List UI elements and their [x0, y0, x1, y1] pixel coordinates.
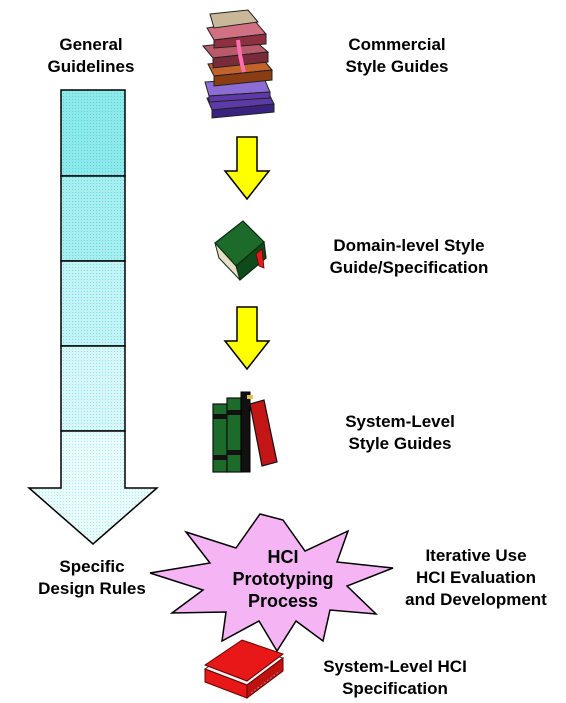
specific-design-rules-label: Specific Design Rules	[38, 557, 146, 598]
arrow-segment-2	[60, 175, 126, 262]
commercial-style-guides-label: Commercial Style Guides	[345, 35, 449, 76]
arrow-head	[27, 430, 159, 545]
system-level-hci-spec-label: System-Level HCI Specification	[323, 657, 467, 698]
red-book-icon	[203, 639, 285, 699]
general-guidelines-label: General Guidelines	[47, 35, 135, 76]
guidelines-gradient-arrow	[27, 89, 159, 545]
iterative-use-label: Iterative Use HCI Evaluation and Develop…	[405, 546, 547, 609]
domain-style-guide-label: Domain-level Style Guide/Specification	[329, 236, 489, 277]
hci-prototyping-process-label: HCI Prototyping Process	[232, 547, 334, 611]
books-upright-icon	[212, 391, 278, 473]
arrow-segment-1	[60, 89, 126, 177]
system-level-style-guides-label: System-Level Style Guides	[345, 412, 455, 453]
arrow-segment-4	[60, 345, 126, 432]
prototyping-burst	[149, 513, 394, 653]
green-book-icon	[214, 220, 267, 282]
arrow-segment-3	[60, 260, 126, 347]
flow-arrow-2	[223, 306, 271, 371]
flow-arrow-1	[223, 136, 271, 201]
books-stack-icon	[202, 9, 275, 119]
